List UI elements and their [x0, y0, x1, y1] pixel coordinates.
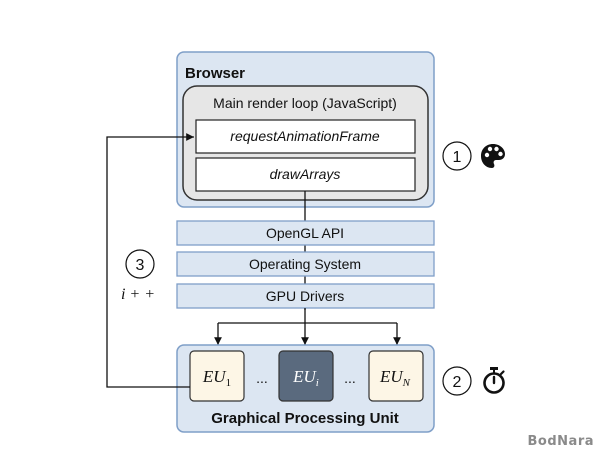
stopwatch-icon — [483, 367, 505, 394]
opengl-api-label: OpenGL API — [266, 225, 344, 241]
eu-n-box — [368, 350, 424, 402]
operating-system-label: Operating System — [249, 256, 361, 272]
request-animation-frame-label: requestAnimationFrame — [230, 128, 380, 144]
watermark: BodNara — [527, 434, 594, 449]
feedback-loop-arrow — [106, 133, 194, 388]
step-2-number: 2 — [453, 374, 462, 391]
step-2-circle — [442, 366, 472, 396]
ellipsis-left: ... — [256, 370, 268, 386]
draw-arrays-label: drawArrays — [270, 166, 341, 182]
browser-title: Browser — [185, 65, 245, 82]
operating-system-layer — [176, 251, 435, 277]
opengl-api-layer — [176, 220, 435, 246]
step-3-label: i++ — [121, 286, 159, 303]
draw-arrays-box — [195, 157, 416, 192]
gpu-drivers-layer — [176, 283, 435, 309]
eu-i-label: EUi — [292, 367, 319, 389]
step-1-circle — [442, 141, 472, 171]
ellipsis-right: ... — [344, 370, 356, 386]
step-1-number: 1 — [453, 149, 462, 166]
eu-1-label: EU1 — [202, 367, 231, 389]
palette-icon — [481, 144, 505, 168]
eu-i-box — [278, 350, 334, 402]
eu-1-box — [189, 350, 245, 402]
gpu-drivers-label: GPU Drivers — [266, 288, 345, 304]
step-3-number: 3 — [136, 257, 145, 274]
main-render-loop-title: Main render loop (JavaScript) — [213, 95, 397, 111]
gpu-title: Graphical Processing Unit — [211, 410, 399, 427]
request-animation-frame-box — [195, 119, 416, 154]
eu-n-label: EUN — [379, 367, 411, 389]
step-3-circle — [125, 249, 155, 279]
